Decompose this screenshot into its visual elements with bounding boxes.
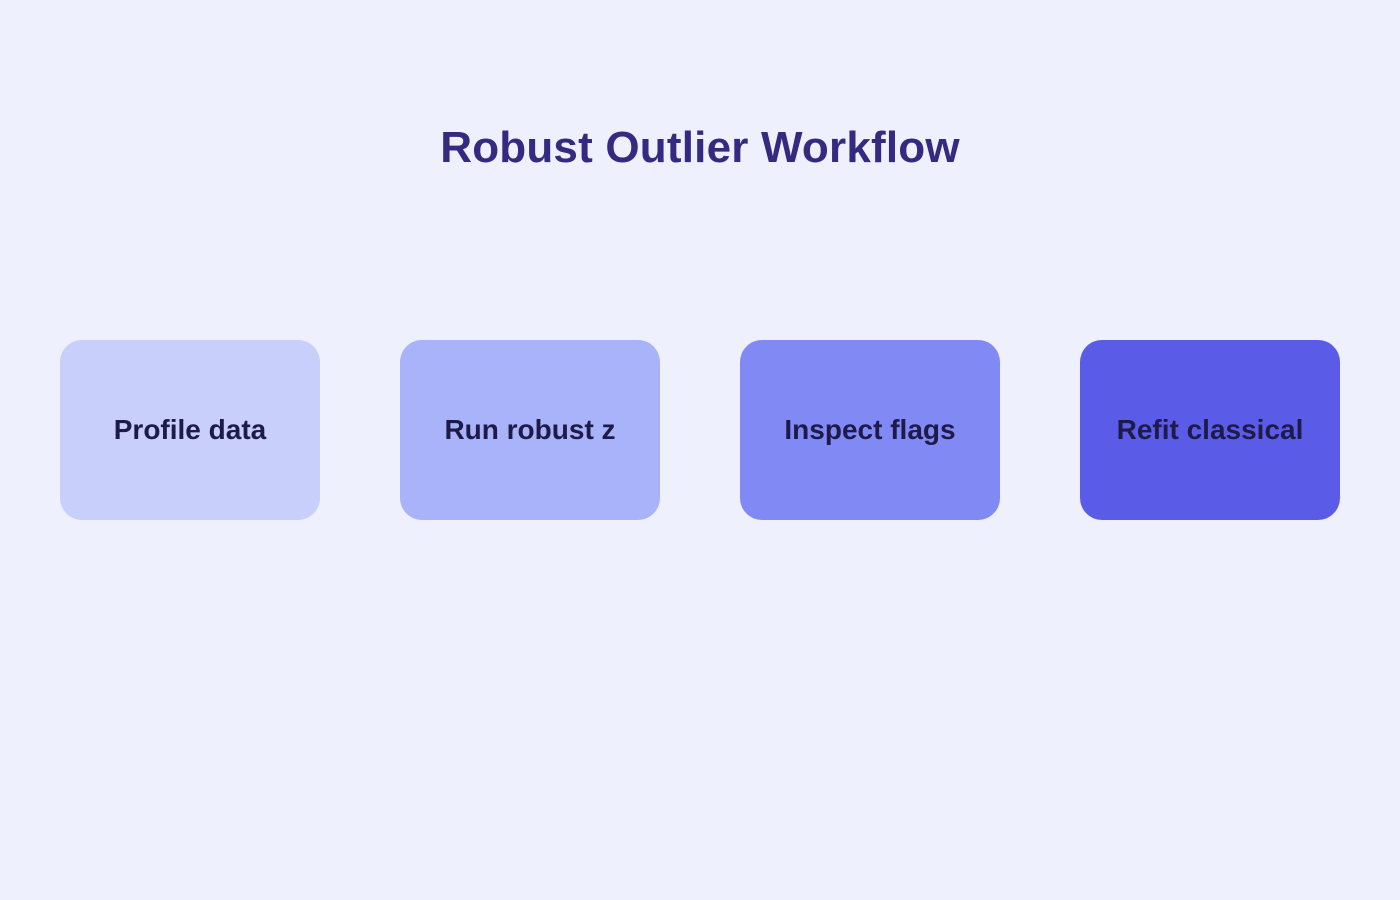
workflow-step-label: Profile data — [113, 414, 267, 446]
workflow-step-label: Run robust z — [444, 414, 616, 446]
workflow-step-label: Inspect flags — [784, 414, 956, 446]
workflow-step-run-robust-z[interactable]: Run robust z — [400, 340, 660, 520]
workflow-step-refit-classical[interactable]: Refit classical — [1080, 340, 1340, 520]
workflow-step-label: Refit classical — [1116, 414, 1304, 446]
page-title: Robust Outlier Workflow — [440, 123, 960, 172]
workflow-step-profile-data[interactable]: Profile data — [60, 340, 320, 520]
workflow-step-row: Profile data Run robust z Inspect flags … — [60, 340, 1340, 520]
workflow-step-inspect-flags[interactable]: Inspect flags — [740, 340, 1000, 520]
